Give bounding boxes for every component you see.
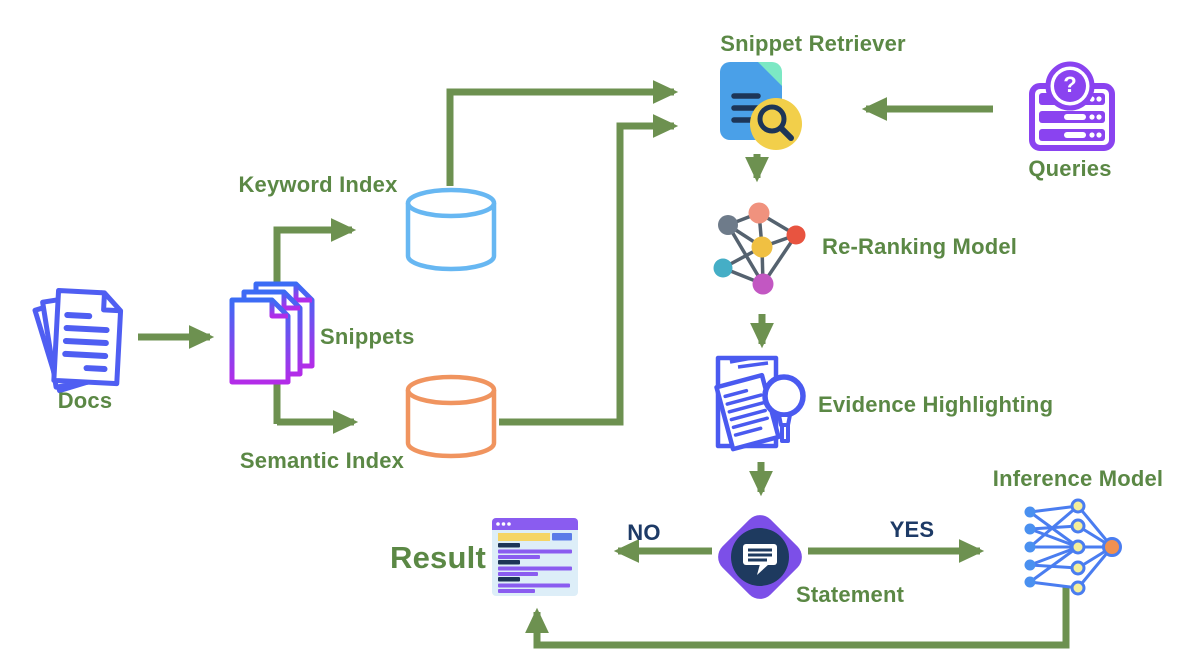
docs-label: Docs — [57, 388, 113, 413]
inference-model-label: Inference Model — [992, 466, 1164, 491]
neural-network-icon — [1024, 498, 1122, 596]
chat-bubble-diamond-icon — [718, 515, 802, 599]
evidence-highlighting-label: Evidence Highlighting — [818, 392, 1054, 417]
snippet-pages-icon — [229, 281, 315, 385]
database-cylinder-icon — [405, 187, 497, 272]
statement-label: Statement — [796, 582, 905, 607]
browser-window-icon — [492, 518, 578, 596]
no-branch-label: NO — [627, 520, 661, 545]
arrow-inference-to-result — [525, 586, 1070, 649]
result-label: Result — [390, 540, 486, 575]
reranking-model-label: Re-Ranking Model — [822, 234, 1018, 259]
arrow-keyword-index-to-retriever — [446, 80, 679, 186]
arrow-semantic-index-to-retriever — [499, 114, 679, 426]
keyword-index-label: Keyword Index — [238, 172, 398, 197]
network-graph-icon — [713, 202, 806, 295]
semantic-index-label: Semantic Index — [239, 448, 405, 473]
queries-label: Queries — [1028, 156, 1112, 181]
server-question-icon: ? — [1029, 61, 1115, 151]
yes-branch-label: YES — [889, 517, 935, 542]
document-search-icon — [720, 62, 802, 150]
database-cylinder-icon — [405, 374, 497, 459]
question-mark-glyph: ? — [1063, 72, 1076, 97]
snippets-label: Snippets — [320, 324, 415, 349]
document-stack-icon — [32, 287, 124, 394]
document-magnifier-icon — [714, 355, 806, 452]
snippet-retriever-label: Snippet Retriever — [720, 31, 906, 56]
